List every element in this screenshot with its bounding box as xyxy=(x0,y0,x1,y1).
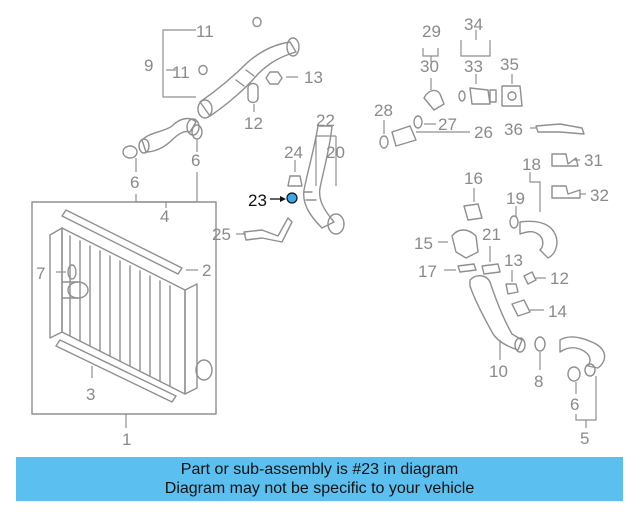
intercooler-assembly xyxy=(31,201,217,428)
callout-33: 33 xyxy=(464,57,483,76)
callout-22: 22 xyxy=(316,111,335,130)
callout-3: 3 xyxy=(86,385,95,404)
callout-11: 11 xyxy=(196,22,214,41)
part-23-highlight xyxy=(286,192,298,204)
callout-25: 25 xyxy=(212,225,231,244)
callout-5: 5 xyxy=(580,429,589,448)
callout-9: 9 xyxy=(144,56,153,75)
callout-21: 21 xyxy=(482,225,501,244)
callout-13: 13 xyxy=(504,251,523,270)
banner-line-part: Part or sub-assembly is #23 in diagram xyxy=(180,461,459,478)
callout-13: 13 xyxy=(304,68,323,87)
lower-right-parts xyxy=(438,153,606,428)
middle-pipes xyxy=(236,125,345,243)
callout-24: 24 xyxy=(284,143,303,162)
callout-15: 15 xyxy=(414,234,433,253)
callout-16: 16 xyxy=(464,169,483,188)
callout-12: 12 xyxy=(244,114,263,133)
callout-27: 27 xyxy=(438,115,457,134)
callout-labels: 1 2 3 4 5 6 6 6 7 8 9 10 11 11 12 12 13 … xyxy=(36,15,609,449)
callout-14: 14 xyxy=(548,302,567,321)
callout-6: 6 xyxy=(570,395,579,414)
callout-4: 4 xyxy=(160,207,169,226)
callout-19: 19 xyxy=(506,189,525,208)
callout-17: 17 xyxy=(418,262,437,281)
callout-7: 7 xyxy=(36,264,45,283)
callout-30: 30 xyxy=(420,57,439,76)
callout-23: 23 xyxy=(248,191,267,210)
callout-34: 34 xyxy=(464,15,483,34)
upper-left-hoses xyxy=(122,16,300,208)
callout-10: 10 xyxy=(489,362,508,381)
callout-8: 8 xyxy=(534,372,543,391)
callout-35: 35 xyxy=(500,55,519,74)
callout-12: 12 xyxy=(550,269,569,288)
callout-28: 28 xyxy=(374,101,393,120)
parts-diagram: 1 2 3 4 5 6 6 6 7 8 9 10 11 11 12 12 13 … xyxy=(31,15,609,449)
callout-31: 31 xyxy=(584,151,603,170)
upper-right-parts xyxy=(379,30,585,149)
callout-29: 29 xyxy=(422,22,441,41)
info-banner: Part or sub-assembly is #23 in diagram D… xyxy=(16,457,623,501)
callout-18: 18 xyxy=(522,155,541,174)
callout-20: 20 xyxy=(326,143,345,162)
callout-1: 1 xyxy=(122,430,131,449)
callout-2: 2 xyxy=(202,261,211,280)
callout-32: 32 xyxy=(590,186,609,205)
callout-6: 6 xyxy=(130,173,139,192)
callout-26: 26 xyxy=(474,123,493,142)
callout-11: 11 xyxy=(172,63,190,82)
banner-line-disclaimer: Diagram may not be specific to your vehi… xyxy=(164,480,475,497)
callout-36: 36 xyxy=(504,120,523,139)
callout-6: 6 xyxy=(191,151,200,170)
